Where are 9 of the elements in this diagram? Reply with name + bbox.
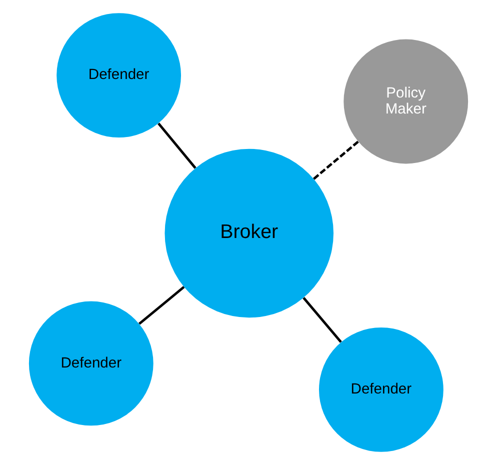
node-circle: Defender — [28, 301, 154, 426]
connector — [312, 140, 359, 180]
node-circle: Defender — [318, 327, 444, 452]
connector — [138, 286, 185, 325]
node-circle: Defender — [56, 13, 182, 138]
connector — [158, 122, 196, 169]
node-circle: Policy Maker — [344, 39, 468, 164]
node-circle: Broker — [164, 148, 334, 318]
connector — [302, 296, 342, 343]
